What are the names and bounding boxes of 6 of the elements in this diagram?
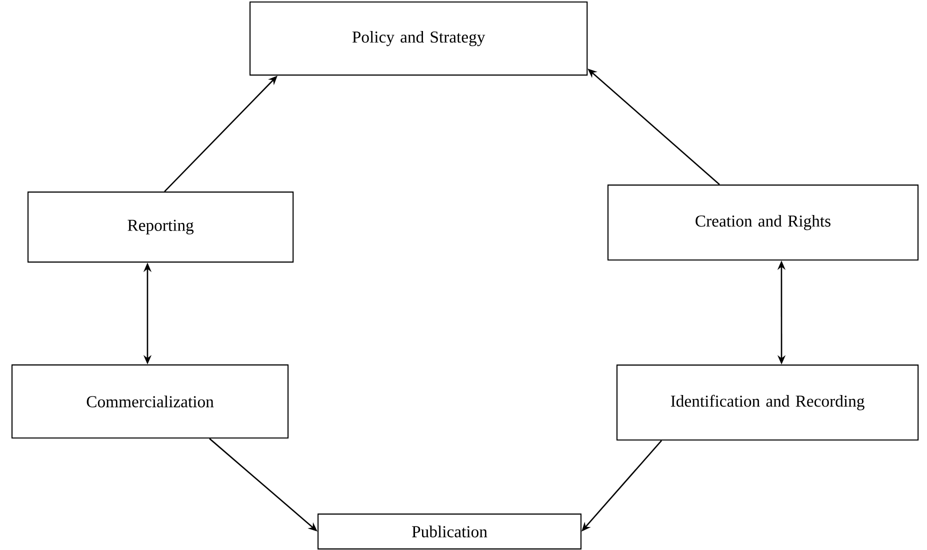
process-box: Publication	[318, 513, 582, 550]
process-box: Policy and Strategy	[250, 1, 588, 76]
process-box: Identification and Recording	[616, 364, 919, 441]
process-box: Creation and Rights	[607, 184, 919, 261]
process-box: Reporting	[27, 192, 294, 263]
process-box: Commercialization	[11, 364, 289, 439]
